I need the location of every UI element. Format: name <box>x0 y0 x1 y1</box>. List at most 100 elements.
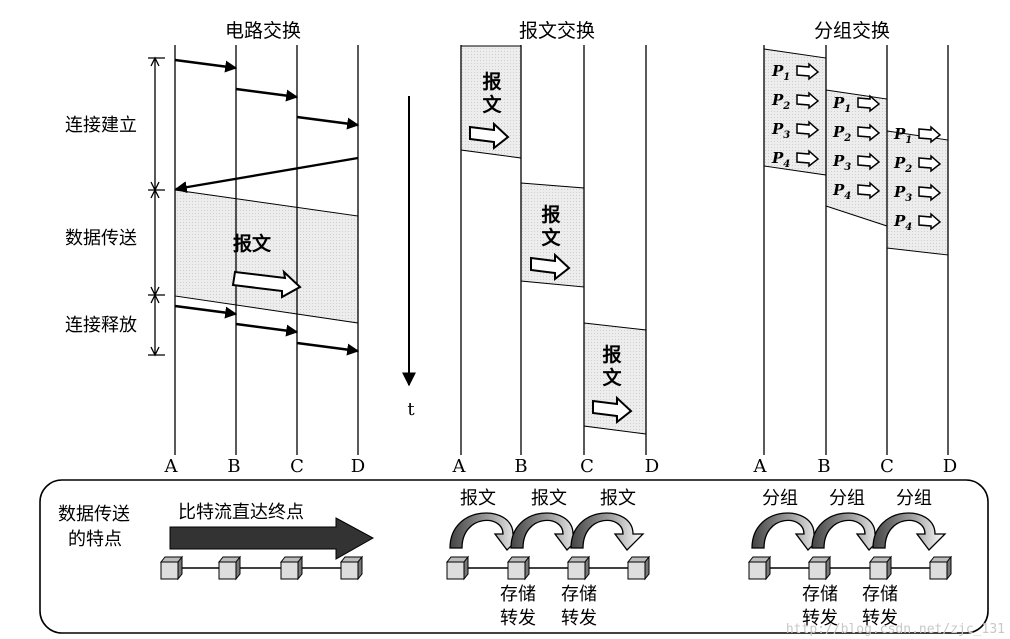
packet-label: P3 <box>893 183 912 204</box>
bitstream-arrow <box>169 517 375 560</box>
msg2-char2: 文 <box>541 226 561 249</box>
phase-setup-label: 连接建立 <box>65 115 137 136</box>
packet-cell-p3-hop2: P3 <box>832 152 881 173</box>
node-cube-icon <box>807 555 832 581</box>
packet-cell-p1-hop1: P1 <box>771 62 820 83</box>
packet-arrow-icon <box>918 212 942 231</box>
circuit-node-c: C <box>290 456 304 477</box>
msg-hop-label-2: 报文 <box>531 488 567 509</box>
release-arrow-cd <box>296 341 360 356</box>
setup-arrow-ab <box>174 58 238 73</box>
node-cube-icon <box>747 555 772 581</box>
packet-label: P1 <box>771 62 790 83</box>
pkt-store-c-line2: 转发 <box>862 608 898 629</box>
packet-label: P2 <box>893 154 912 175</box>
setup-arrow-cd <box>296 115 360 130</box>
msg-hop-label-3: 报文 <box>600 488 636 509</box>
packet-node-c: C <box>880 456 894 477</box>
msg3-char2: 文 <box>602 366 622 389</box>
circuit-node-a: A <box>164 456 179 477</box>
pkt-hop-label-1: 分组 <box>762 488 798 509</box>
packet-hop-arrows <box>751 512 947 551</box>
setup-ack-arrow <box>174 156 359 194</box>
bitstream-label: 比特流直达终点 <box>178 502 304 523</box>
node-cube-icon <box>217 555 242 581</box>
node-cube-icon <box>626 555 651 581</box>
packet-arrow-icon <box>796 120 820 139</box>
node-cube-icon <box>279 555 304 581</box>
circuit-message-label: 报文 <box>233 232 272 255</box>
packet-arrow-icon <box>857 152 881 171</box>
packet-cell-p4-hop2: P4 <box>832 181 881 202</box>
packet-arrow-icon <box>796 149 820 168</box>
hop-arrow <box>570 512 645 551</box>
packet-cell-p1-hop3: P1 <box>893 125 942 146</box>
packet-cell-p2-hop1: P2 <box>771 91 820 112</box>
watermark: http://blog.csdn.net/zjc_131 <box>786 622 1005 637</box>
msg-store-c-line1: 存储 <box>561 584 597 605</box>
node-cube-icon <box>566 555 591 581</box>
packet-label: P3 <box>771 120 790 141</box>
packet-arrow-icon <box>796 91 820 110</box>
message-switching-diagram: 报 文 报 文 报 文 A B C D <box>452 45 659 477</box>
circuit-node-d: D <box>351 456 365 477</box>
node-cube-icon <box>928 555 953 581</box>
setup-arrow-bc <box>235 87 299 102</box>
packet-arrow-icon <box>796 62 820 81</box>
message-node-a: A <box>452 456 467 477</box>
msg-store-b-line2: 转发 <box>500 608 536 629</box>
packet-node-b: B <box>817 456 830 477</box>
msg1-arrow <box>469 121 510 151</box>
packet-cell-p2-hop3: P2 <box>893 154 942 175</box>
packet-arrow-icon <box>918 154 942 173</box>
release-arrow-ab <box>174 304 238 319</box>
packet-cell-p1-hop2: P1 <box>832 94 881 115</box>
packet-arrow-icon <box>918 125 942 144</box>
packet-cell-p4-hop3: P4 <box>893 212 942 233</box>
data-transfer-region <box>174 189 359 324</box>
packet-node-a: A <box>753 456 768 477</box>
packet-label: P1 <box>832 94 851 115</box>
packet-node-chain <box>747 555 953 581</box>
pkt-hop-label-3: 分组 <box>896 488 932 509</box>
packet-label: P2 <box>832 123 851 144</box>
packet-label: P4 <box>893 212 912 233</box>
message-node-b: B <box>514 456 527 477</box>
packet-label: P4 <box>771 149 790 170</box>
circuit-switching-heading: 电路交换 <box>225 20 301 42</box>
packet-arrow-icon <box>857 181 881 200</box>
msg2-char1: 报 <box>541 203 560 226</box>
message-node-c: C <box>580 456 594 477</box>
characteristics-caption-line1: 数据传送 <box>58 504 130 525</box>
circuit-node-b: B <box>227 456 240 477</box>
packet-switching-heading: 分组交换 <box>814 20 890 42</box>
hop-arrow <box>872 512 947 551</box>
packet-label: P3 <box>832 152 851 173</box>
packet-node-d: D <box>943 456 957 477</box>
msg-store-b-line1: 存储 <box>500 584 536 605</box>
phase-transfer-label: 数据传送 <box>65 228 137 249</box>
node-cube-icon <box>339 555 364 581</box>
msg3-char1: 报 <box>602 343 621 366</box>
msg1-char1: 报 <box>482 70 501 93</box>
packet-cell-p4-hop1: P4 <box>771 149 820 170</box>
node-cube-icon <box>159 555 184 581</box>
packet-arrow-icon <box>857 123 881 142</box>
pkt-store-b-line1: 存储 <box>802 584 838 605</box>
pkt-store-c-line1: 存储 <box>862 584 898 605</box>
packet-label: P1 <box>893 125 912 146</box>
release-arrow-bc <box>235 322 299 337</box>
characteristics-caption-line2: 的特点 <box>68 529 122 550</box>
message-node-chain <box>445 555 651 581</box>
circuit-node-chain <box>159 555 364 581</box>
message-switching-heading: 报文交换 <box>519 20 595 42</box>
message-node-d: D <box>645 456 659 477</box>
circuit-message-arrow <box>231 269 302 299</box>
circuit-switching-diagram: 报文 连接建立 数据传送 连接释放 A B C D <box>65 45 365 477</box>
packet-label: P4 <box>832 181 851 202</box>
msg-hop-label-1: 报文 <box>460 488 496 509</box>
node-cube-icon <box>868 555 893 581</box>
packet-label: P2 <box>771 91 790 112</box>
phase-release-label: 连接释放 <box>65 315 137 336</box>
